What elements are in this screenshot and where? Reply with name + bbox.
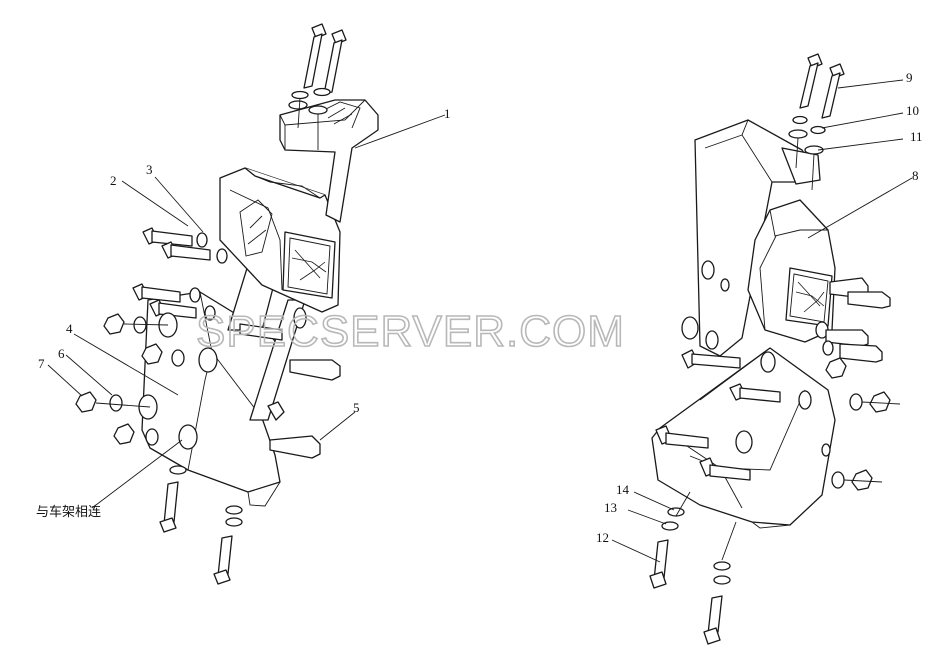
- label-4: 4: [66, 321, 73, 336]
- part-labels: 1 2 3 4 5 6 7 8 9 10 11 12 13 14 与车架相连: [36, 70, 923, 545]
- bottom-bolts-right: [649, 491, 737, 645]
- label-1: 1: [444, 106, 451, 121]
- top-bolts-left: [288, 23, 347, 150]
- fasteners-right: [655, 260, 901, 491]
- watermark: SPECSERVER.COM: [196, 307, 625, 356]
- leaders-left: [47, 114, 446, 509]
- leaders-right: [611, 79, 913, 563]
- label-frame-connection: 与车架相连: [36, 504, 101, 520]
- top-bolts-right: [788, 53, 845, 191]
- label-5: 5: [353, 400, 360, 415]
- label-11: 11: [910, 129, 923, 144]
- right-assembly: [611, 53, 913, 645]
- label-6: 6: [58, 346, 65, 361]
- label-13: 13: [604, 500, 617, 515]
- bottom-bolts-left: [159, 465, 243, 585]
- left-assembly: [47, 23, 446, 585]
- side-bolts-left: [142, 227, 228, 264]
- label-9: 9: [906, 70, 913, 85]
- label-7: 7: [38, 356, 45, 371]
- label-2: 2: [110, 173, 117, 188]
- bracket-fasteners-left: [75, 283, 341, 459]
- label-12: 12: [596, 530, 609, 545]
- label-3: 3: [146, 162, 153, 177]
- top-bracket-left: [279, 99, 379, 223]
- mount-housing-left: [219, 167, 341, 313]
- label-14: 14: [616, 482, 630, 497]
- label-10: 10: [906, 103, 919, 118]
- mount-housing-right: [747, 199, 836, 343]
- label-8: 8: [912, 168, 919, 183]
